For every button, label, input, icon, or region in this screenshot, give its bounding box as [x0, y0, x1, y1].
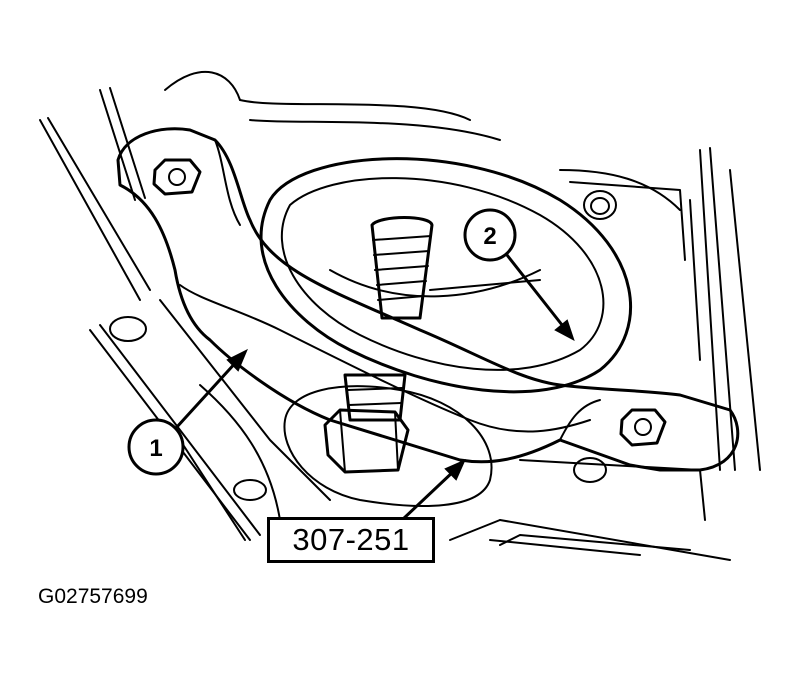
oval-housing — [259, 157, 632, 394]
callout-1-number: 1 — [149, 435, 162, 462]
bracket-bolt-right — [619, 408, 667, 447]
special-tool-bracket — [116, 127, 740, 472]
threaded-stud — [370, 216, 434, 320]
lower-bolt — [283, 373, 493, 507]
tool-label-leader — [400, 459, 466, 522]
callout-1: 1 — [127, 348, 248, 476]
bracket-bolt-left — [152, 158, 202, 196]
callout-2: 2 — [463, 208, 575, 342]
tool-number-text: 307-251 — [292, 522, 410, 557]
tool-number-label: 307-251 — [267, 517, 435, 563]
housing-outline — [39, 71, 761, 561]
mounting-holes — [109, 190, 617, 501]
figure-id: G02757699 — [38, 585, 148, 608]
callout-2-number: 2 — [483, 223, 496, 250]
